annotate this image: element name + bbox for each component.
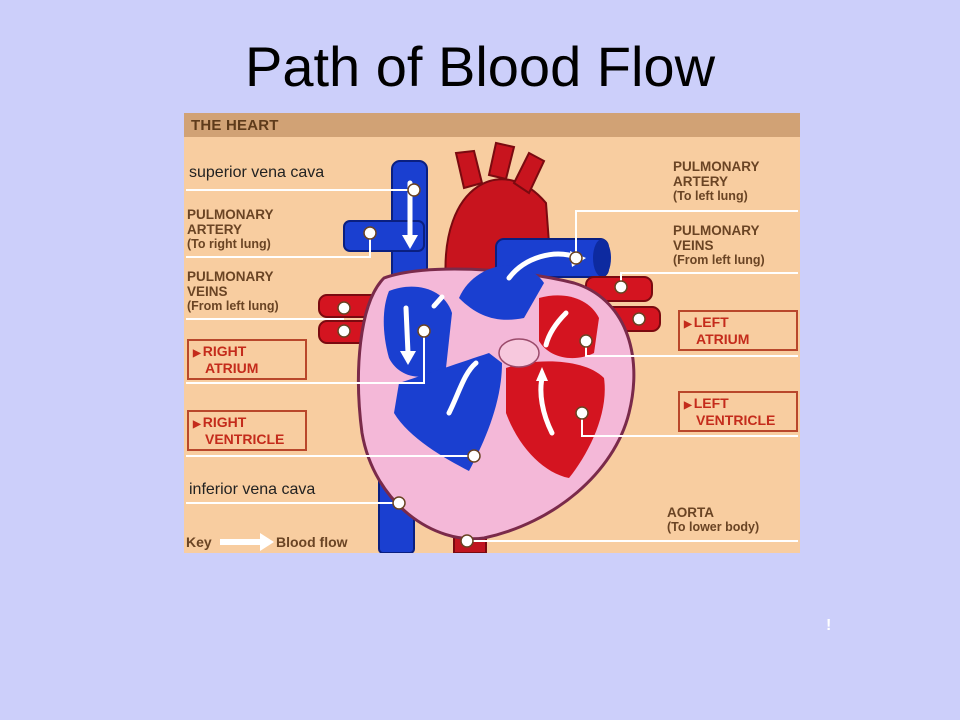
label-right-atrium: ▶RIGHT ATRIUM — [187, 339, 307, 380]
label-line: VEINS — [673, 238, 714, 253]
label-line: (To right lung) — [187, 237, 271, 251]
left-ventricle — [506, 361, 605, 478]
label-left-atrium: ▶LEFT ATRIUM — [678, 310, 798, 351]
aortic-branches — [454, 141, 546, 195]
label-line: RIGHT — [202, 414, 247, 430]
label-line: PULMONARY — [187, 207, 274, 222]
label-line: (To left lung) — [673, 189, 748, 203]
label-pulmonary-veins-left: PULMONARY VEINS (From left lung) — [187, 269, 279, 314]
heart-valve — [498, 338, 540, 368]
label-pulmonary-veins-right: PULMONARY VEINS (From left lung) — [673, 223, 765, 268]
diagram-header: THE HEART — [191, 117, 279, 134]
label-line: PULMONARY — [673, 159, 760, 174]
triangle-icon: ▶ — [684, 319, 692, 330]
label-line: (From left lung) — [187, 299, 279, 313]
label-aorta: AORTA (To lower body) — [667, 505, 759, 535]
diagram-header-bar: THE HEART — [184, 113, 800, 137]
label-line: AORTA — [667, 505, 714, 520]
label-line: ARTERY — [673, 174, 729, 189]
label-line: PULMONARY — [187, 269, 274, 284]
label-superior-vena-cava: superior vena cava — [189, 164, 325, 181]
label-left-ventricle: ▶LEFT VENTRICLE — [678, 391, 798, 432]
label-pulmonary-artery-left: PULMONARY ARTERY (To left lung) — [673, 159, 760, 204]
label-line: (To lower body) — [667, 520, 760, 534]
key-label: Key — [186, 534, 212, 550]
leader-dots — [337, 183, 646, 548]
label-line: VENTRICLE — [696, 412, 776, 428]
label-line: VENTRICLE — [205, 431, 285, 447]
key-text: Blood flow — [276, 534, 348, 550]
label-line: ATRIUM — [205, 360, 259, 376]
label-line: PULMONARY — [673, 223, 760, 238]
heart-illustration — [186, 141, 798, 553]
triangle-icon: ▶ — [684, 400, 692, 411]
label-line: LEFT — [693, 395, 729, 411]
label-line: ARTERY — [187, 222, 243, 237]
slide-title: Path of Blood Flow — [244, 35, 716, 98]
heart-diagram: THE HEART — [184, 113, 800, 553]
label-line: LEFT — [693, 314, 729, 330]
flow-arrows — [403, 180, 582, 436]
label-pulmonary-artery-right: PULMONARY ARTERY (To right lung) — [187, 207, 274, 252]
label-line: VEINS — [187, 284, 228, 299]
label-line: (From left lung) — [673, 253, 765, 267]
triangle-icon: ▶ — [193, 419, 201, 430]
triangle-icon: ▶ — [193, 348, 201, 359]
key-arrow — [220, 533, 274, 551]
label-inferior-vena-cava: inferior vena cava — [189, 481, 316, 498]
pulmonary-artery-right — [343, 220, 425, 252]
label-line: RIGHT — [202, 343, 247, 359]
label-line: ATRIUM — [696, 331, 750, 347]
footnote-mark: ! — [826, 617, 832, 634]
label-right-ventricle: ▶RIGHT VENTRICLE — [187, 410, 307, 451]
pulmonary-trunk — [459, 265, 544, 320]
